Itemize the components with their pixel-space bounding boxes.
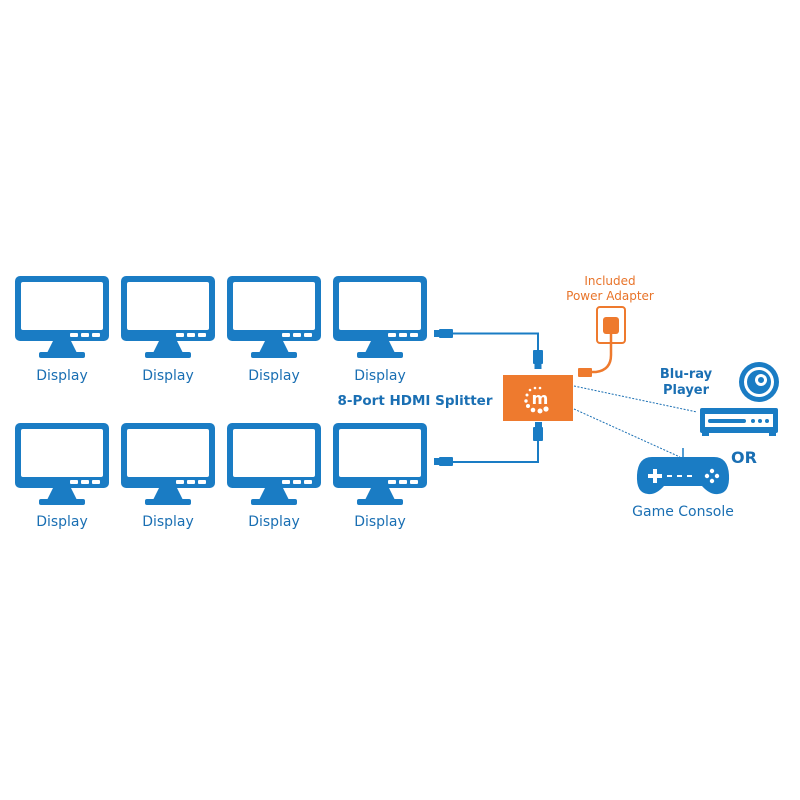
display-4: Display — [333, 276, 427, 384]
power-label-line1: Included — [584, 274, 635, 288]
connection-console — [573, 408, 681, 458]
power-plug-icon — [603, 317, 619, 334]
splitter-logo: m — [532, 389, 549, 408]
display-label: Display — [142, 514, 194, 530]
display-label: Display — [248, 368, 300, 384]
display-label: Display — [142, 368, 194, 384]
display-label: Display — [354, 368, 406, 384]
game-console: Game Console — [632, 448, 734, 520]
display-6: Display — [121, 423, 215, 530]
display-label: Display — [248, 514, 300, 530]
hdmi-splitter: m 8-Port HDMI Splitter — [338, 375, 573, 421]
display-3: Display — [227, 276, 321, 384]
display-2: Display — [121, 276, 215, 384]
display-label: Display — [354, 514, 406, 530]
hdmi-cable-top — [434, 329, 543, 369]
power-label-line2: Power Adapter — [566, 289, 654, 303]
bluray-player-icon — [700, 408, 778, 436]
power-adapter: Included Power Adapter — [566, 274, 654, 377]
display-label: Display — [36, 368, 88, 384]
display-5: Display — [15, 423, 109, 530]
display-8: Display — [333, 423, 427, 530]
bluray-label-line1: Blu-ray — [660, 367, 713, 382]
display-label: Display — [36, 514, 88, 530]
console-label: Game Console — [632, 504, 734, 520]
or-label: OR — [731, 448, 757, 467]
bluray-label-line2: Player — [663, 383, 710, 398]
splitter-box — [503, 375, 573, 421]
display-7: Display — [227, 423, 321, 530]
disc-icon — [739, 362, 779, 402]
gamepad-icon — [636, 448, 730, 495]
manhattan-logo-icon — [524, 386, 549, 414]
hdmi-cable-bottom — [434, 422, 543, 466]
bluray-player: Blu-ray Player — [660, 362, 779, 436]
display-1: Display — [15, 276, 109, 384]
splitter-label: 8-Port HDMI Splitter — [338, 393, 493, 409]
